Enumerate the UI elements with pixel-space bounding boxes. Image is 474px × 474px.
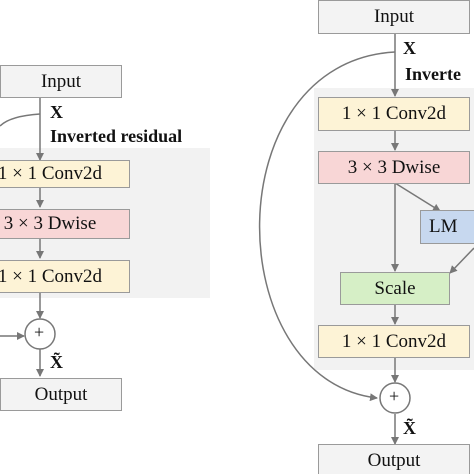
left-x-label: X <box>50 102 63 122</box>
left-add-circle <box>24 318 56 350</box>
right-arrow-dwise-lm <box>394 182 441 212</box>
left-block-title: Inverted residual <box>50 126 183 146</box>
right-input-label: Input <box>373 6 415 27</box>
right-dwise-label: 3 × 3 Dwise <box>347 156 441 178</box>
left-output-label: Output <box>34 383 88 405</box>
right-x-label: X <box>403 38 416 58</box>
right-output-node: Output <box>318 444 470 474</box>
right-arrow-lm-scale <box>449 247 474 274</box>
left-dwise-node: 3 × 3 Dwise <box>0 209 130 239</box>
right-lm-label: LM <box>429 216 458 237</box>
right-scale-node: Scale <box>340 272 450 305</box>
right-input-node: Input <box>318 0 470 34</box>
right-conv2-label: 1 × 1 Conv2d <box>341 330 447 352</box>
left-input-label: Input <box>40 70 82 92</box>
right-xtilde-label: X̃ <box>403 418 416 438</box>
right-scale-label: Scale <box>374 277 416 299</box>
left-conv1-label: 1 × 1 Conv2d <box>0 163 103 184</box>
left-conv2-label: 1 × 1 Conv2d <box>0 265 103 287</box>
right-dwise-node: 3 × 3 Dwise <box>318 151 470 184</box>
right-skip-connection <box>258 51 396 402</box>
right-add-symbol: + <box>389 386 400 406</box>
left-conv2-node: 1 × 1 Conv2d <box>0 260 130 293</box>
right-block-title: Inverte <box>405 64 461 84</box>
left-conv1-node: 1 × 1 Conv2d <box>0 160 130 188</box>
left-xtilde-label: X̃ <box>50 352 63 372</box>
left-input-node: Input <box>0 65 122 98</box>
right-conv2-node: 1 × 1 Conv2d <box>318 325 470 358</box>
right-conv1-node: 1 × 1 Conv2d <box>318 97 470 131</box>
left-add-symbol: + <box>34 322 45 342</box>
right-output-label: Output <box>367 450 421 471</box>
right-conv1-label: 1 × 1 Conv2d <box>341 103 447 124</box>
left-dwise-label: 3 × 3 Dwise <box>3 213 97 234</box>
left-output-node: Output <box>0 378 122 411</box>
right-lm-node: LM <box>420 210 474 244</box>
right-add-circle <box>379 382 411 414</box>
left-skip-top <box>0 113 41 127</box>
